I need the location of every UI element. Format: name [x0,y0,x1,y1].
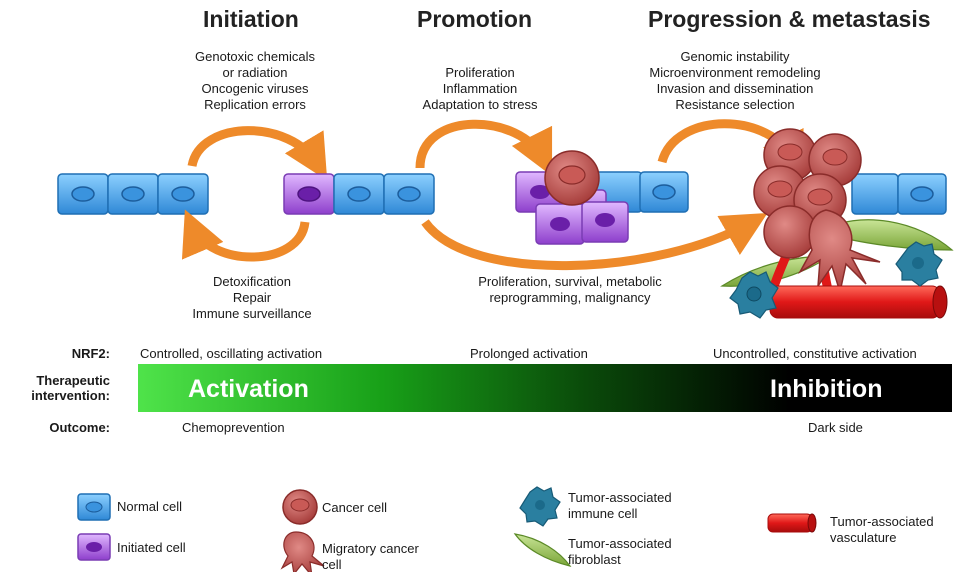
legend-fibroblast-line: Tumor-associated [568,536,672,551]
arrow-promotion [415,119,553,177]
progression-cause: Genomic instability [680,49,790,64]
activation-label: Activation [188,375,309,403]
therapeutic-label-line: Therapeutic [36,373,110,388]
legend-immune-line: Tumor-associated [568,490,672,505]
inhibition-label: Inhibition [770,375,883,403]
legend-immune-line: immune cell [568,506,638,521]
stage-title-promotion: Promotion [417,6,532,32]
legend-fibroblast-line: fibroblast [568,552,621,567]
therapy-gradient-bar: Activation Inhibition [138,364,952,412]
initiation-cause: or radiation [222,65,288,80]
cancer-cell [763,205,817,259]
promotion-cause: Inflammation [442,81,518,96]
nrf2-promotion: Prolonged activation [470,346,588,361]
arrow-initiation-forward [187,126,328,181]
legend-vasculature-line: Tumor-associated [830,514,934,529]
progression-cause: Resistance selection [675,97,795,112]
legend-migratory-cancer-cell: Migratory cancer cell [322,541,419,573]
legend-immune-cell: Tumor-associated immune cell [568,490,672,522]
legend-migratory-line: cell [322,557,342,572]
legend-vasculature-icon [767,513,813,533]
progression-tumor [720,128,954,319]
promotion-cause: Proliferation [445,65,515,80]
therapeutic-intervention-label: Therapeutic intervention: [10,373,110,403]
initiation-cause: Genotoxic chemicals [195,49,315,64]
stage-title-progression: Progression & metastasis [648,6,931,32]
initiation-defense: Detoxification [212,274,292,289]
arrow-initiation-reverse [182,209,310,262]
legend-normal-cell: Normal cell [117,499,183,514]
cell-row-promotion-start [283,173,435,215]
legend-vasculature: Tumor-associated vasculature [830,514,934,546]
legend-initiated-cell: Initiated cell [117,540,186,555]
fibroblast [818,219,954,251]
legend-fibroblast: Tumor-associated fibroblast [568,536,672,568]
normal-cell [851,173,899,215]
nrf2-initiation: Controlled, oscillating activation [140,346,323,361]
initiation-cause: Replication errors [204,97,306,112]
progression-causes: Genomic instability Microenvironment rem… [620,49,850,113]
outcome-dark-side: Dark side [808,420,863,435]
promotion-outcome-line: reprogramming, malignancy [489,290,651,305]
promotion-cause: Adaptation to stress [422,97,538,112]
progression-cause: Microenvironment remodeling [649,65,821,80]
normal-cell-row-initiation [57,173,209,215]
legend-vasculature-line: vasculature [830,530,897,545]
progression-cause: Invasion and dissemination [656,81,814,96]
arrow-to-progression [421,213,768,270]
nrf2-label: NRF2: [71,346,110,361]
legend-cancer-cell: Cancer cell [322,500,388,515]
legend-migratory-cell-icon [280,531,325,572]
nrf2-progression: Uncontrolled, constitutive activation [713,346,917,361]
promotion-causes: Proliferation Inflammation Adaptation to… [405,65,555,113]
legend-migratory-line: Migratory cancer [322,541,419,556]
blood-vessel-horizontal [769,285,941,319]
promotion-outcome: Proliferation, survival, metabolic repro… [450,274,690,306]
stage-title-initiation: Initiation [203,6,299,32]
promotion-cell-cluster [515,150,689,245]
therapeutic-label-line: intervention: [31,388,110,403]
promotion-outcome-line: Proliferation, survival, metabolic [478,274,662,289]
legend-icons [77,486,817,572]
initiation-defenses: Detoxification Repair Immune surveillanc… [172,274,332,322]
initiation-defense: Repair [232,290,272,305]
initiation-cause: Oncogenic viruses [201,81,309,96]
legend-fibroblast-icon [513,533,572,567]
outcome-label: Outcome: [49,420,110,435]
outcome-chemoprevention: Chemoprevention [182,420,285,435]
initiation-causes: Genotoxic chemicals or radiation Oncogen… [175,49,335,113]
initiation-defense: Immune surveillance [192,306,312,321]
